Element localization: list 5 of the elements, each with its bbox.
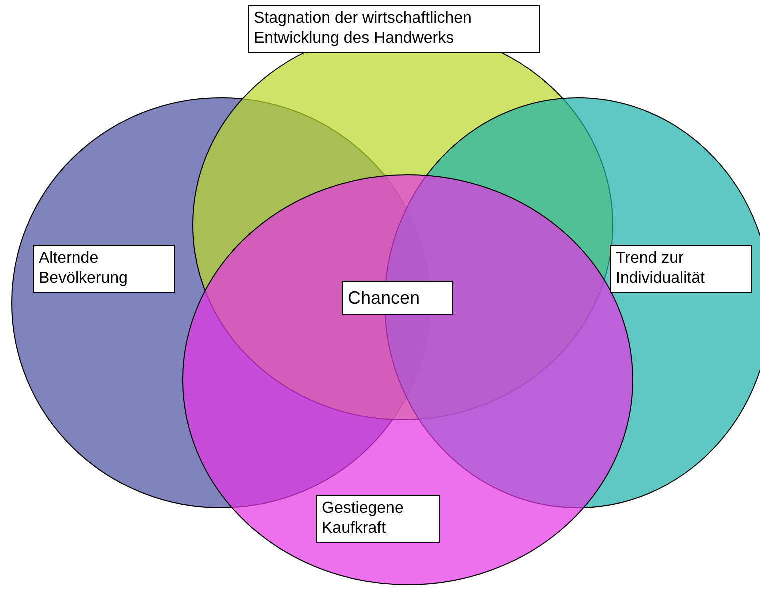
label-box: Stagnation der wirtschaftlichen Entwicklung des Handwerks <box>248 5 540 53</box>
label-box: Alternde Bevölkerung <box>33 245 175 293</box>
label-box: Chancen <box>342 281 453 315</box>
label-box: Gestiegene Kaufkraft <box>316 495 440 543</box>
label-box: Trend zur Individualität <box>610 245 752 293</box>
